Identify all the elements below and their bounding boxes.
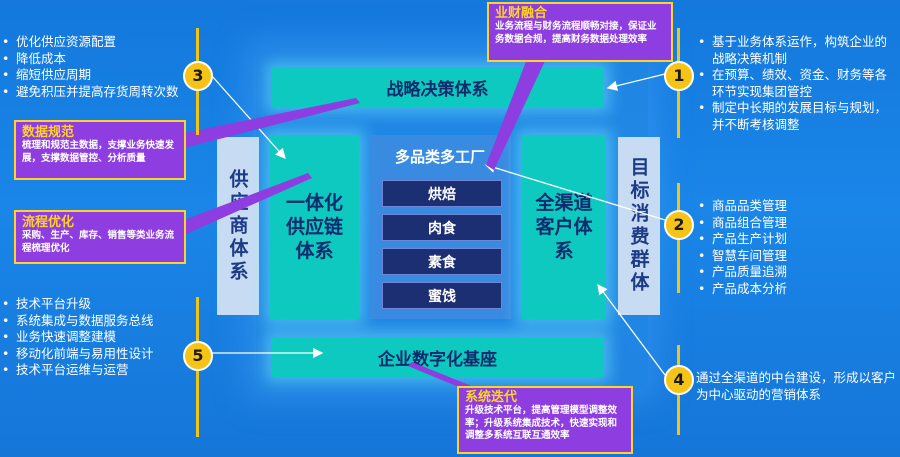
list-item: 降低成本 xyxy=(2,51,179,68)
omni-channel-column: 全渠道客户体系 xyxy=(522,135,606,319)
list-item: 缩短供应周期 xyxy=(2,67,179,84)
badge-1: 1 xyxy=(664,61,694,91)
target-consumer-column: 目标消费群体 xyxy=(618,137,660,315)
list-item: 智慧车间管理 xyxy=(698,248,787,265)
list-item: 产品成本分析 xyxy=(698,281,787,298)
target-consumer-label: 目标消费群体 xyxy=(627,157,650,295)
list-item: 技术平台运维与运营 xyxy=(2,362,154,379)
callout-title: 数据规范 xyxy=(22,125,75,140)
callout-title: 业财融合 xyxy=(495,6,548,21)
callout-body: 升级技术平台，提高管理模型调整效率；升级系统集成技术，快速实现和调整多系统互联互… xyxy=(465,405,618,441)
right-mid-list: 商品品类管理 商品组合管理 产品生产计划 智慧车间管理 产品质量追溯 产品成本分… xyxy=(698,198,787,297)
callout-title: 流程优化 xyxy=(22,215,75,230)
supplier-system-label: 供应商体系 xyxy=(226,168,249,284)
callout-body: 采购、生产、库存、销售等类业务流程梳理优化 xyxy=(22,230,175,254)
list-item: 避免积压并提高存货周转次数 xyxy=(2,84,179,101)
left-bottom-list: 技术平台升级 系统集成与数据服务总线 业务快速调整建模 移动化前端与易用性设计 … xyxy=(2,296,154,379)
list-item: 在预算、绩效、资金、财务等各环节实现集团管控 xyxy=(698,67,896,100)
callout-data: 数据规范 梳理和规范主数据，支撑业务快速发展，支撑数据管控、分析质量 xyxy=(14,120,186,180)
callout-body: 梳理和规范主数据，支撑业务快速发展，支撑数据管控、分析质量 xyxy=(22,140,175,164)
callout-system: 系统迭代 升级技术平台，提高管理模型调整效率；升级系统集成技术，快速实现和调整多… xyxy=(457,386,633,454)
badge-4: 4 xyxy=(664,365,694,395)
list-item: 产品质量追溯 xyxy=(698,264,787,281)
callout-finance: 业财融合 业务流程与财务流程顺畅对接，保证业务数据合规，提高财务数据处理效率 xyxy=(487,2,673,62)
supply-chain-column: 一体化供应链体系 xyxy=(270,135,359,319)
supply-chain-label: 一体化供应链体系 xyxy=(285,192,343,262)
category-item: 蜜饯 xyxy=(382,282,502,309)
list-item: 优化供应资源配置 xyxy=(2,34,179,51)
digital-foundation-label: 企业数字化基座 xyxy=(378,349,497,370)
factory-title: 多品类多工厂 xyxy=(394,148,485,166)
callout-title: 系统迭代 xyxy=(465,390,518,405)
strategy-system-label: 战略决策体系 xyxy=(386,79,489,100)
list-item: 制定中长期的发展目标与规划，并不断考核调整 xyxy=(698,100,896,133)
list-item: 商品组合管理 xyxy=(698,215,787,232)
callout-body: 业务流程与财务流程顺畅对接，保证业务数据合规，提高财务数据处理效率 xyxy=(495,21,657,45)
list-item: 产品生产计划 xyxy=(698,231,787,248)
left-top-list: 优化供应资源配置 降低成本 缩短供应周期 避免积压并提高存货周转次数 xyxy=(2,34,179,100)
strategy-system-bar: 战略决策体系 xyxy=(271,67,604,107)
list-item: 移动化前端与易用性设计 xyxy=(2,346,154,363)
category-item: 素食 xyxy=(382,248,502,275)
list-item: 技术平台升级 xyxy=(2,296,154,313)
list-item: 商品品类管理 xyxy=(698,198,787,215)
supplier-system-column: 供应商体系 xyxy=(217,137,259,315)
category-item: 肉食 xyxy=(382,214,502,241)
right-top-list: 基于业务体系运作，构筑企业的战略决策机制 在预算、绩效、资金、财务等各环节实现集… xyxy=(698,34,896,133)
badge-2: 2 xyxy=(664,210,694,240)
list-item: 系统集成与数据服务总线 xyxy=(2,313,154,330)
list-item: 基于业务体系运作，构筑企业的战略决策机制 xyxy=(698,34,896,67)
badge-3: 3 xyxy=(183,61,213,91)
digital-foundation-bar: 企业数字化基座 xyxy=(271,337,604,377)
callout-process: 流程优化 采购、生产、库存、销售等类业务流程梳理优化 xyxy=(14,210,186,264)
list-item: 业务快速调整建模 xyxy=(2,329,154,346)
category-item: 烘焙 xyxy=(382,180,502,207)
badge-5: 5 xyxy=(183,341,213,371)
right-bottom-text: 通过全渠道的中台建设，形成以客户为中心驱动的营销体系 xyxy=(696,370,897,402)
omni-channel-label: 全渠道客户体系 xyxy=(535,192,593,262)
